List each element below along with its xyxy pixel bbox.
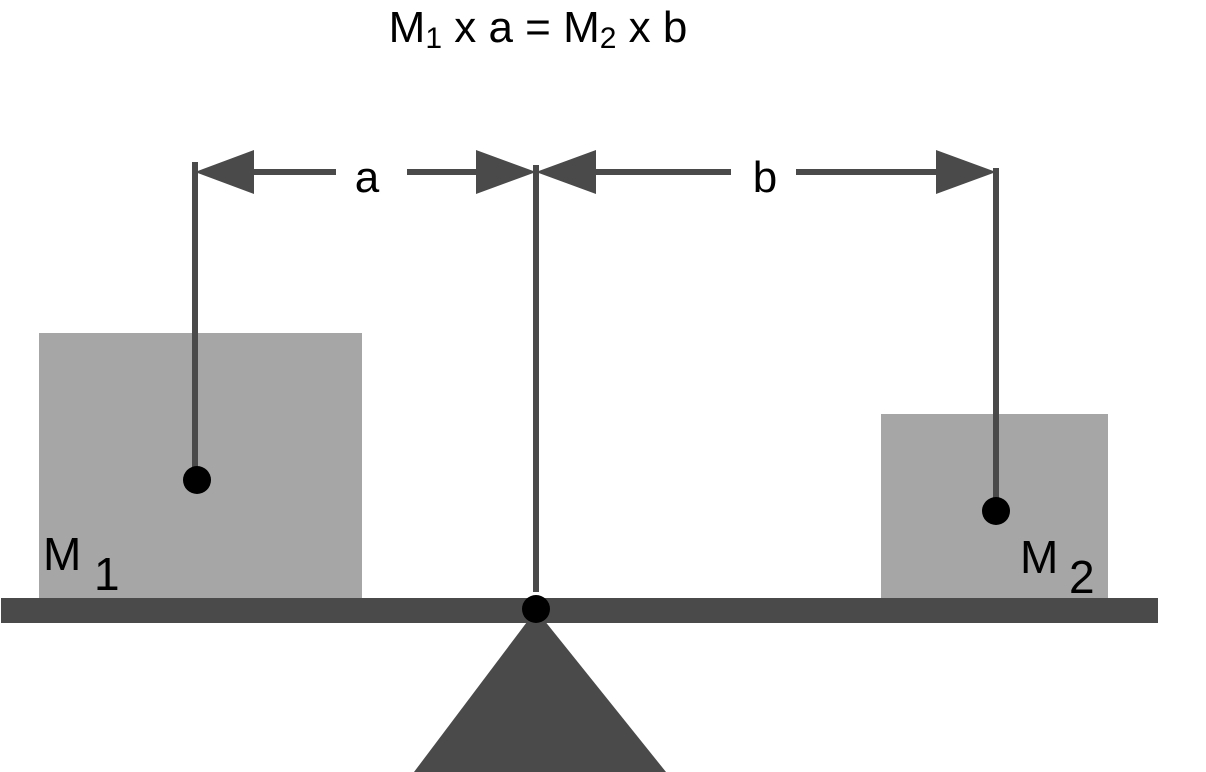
dimension-b-arrow-left bbox=[536, 150, 596, 194]
equation: M1 x a = M2 x b bbox=[0, 2, 1076, 54]
dimension-a-arrow-left bbox=[195, 150, 254, 194]
equation-m1: M bbox=[388, 3, 426, 52]
right-mass-center-dot bbox=[982, 497, 1010, 525]
equation-right-term: x b bbox=[616, 3, 688, 52]
left-mass-center-dot bbox=[183, 466, 211, 494]
mass-right-label: M bbox=[1020, 531, 1058, 583]
fulcrum-triangle bbox=[414, 610, 666, 772]
dimension-a-label: a bbox=[355, 153, 380, 202]
mass-block-left bbox=[39, 333, 362, 599]
equation-left-term: x a = bbox=[442, 3, 564, 52]
mass-left-subscript: 1 bbox=[94, 548, 120, 600]
equation-m1-sub: 1 bbox=[425, 22, 442, 55]
mass-right-subscript: 2 bbox=[1069, 551, 1095, 603]
mass-left-label: M bbox=[43, 528, 81, 580]
equation-m2: M bbox=[563, 3, 600, 52]
dimension-b-arrow-right bbox=[936, 150, 996, 194]
dimension-a-arrow-right bbox=[476, 150, 536, 194]
dimension-b-label: b bbox=[753, 153, 777, 202]
equation-m2-sub: 2 bbox=[599, 22, 617, 55]
pivot-dot bbox=[522, 595, 550, 623]
lever-beam bbox=[1, 598, 1158, 623]
